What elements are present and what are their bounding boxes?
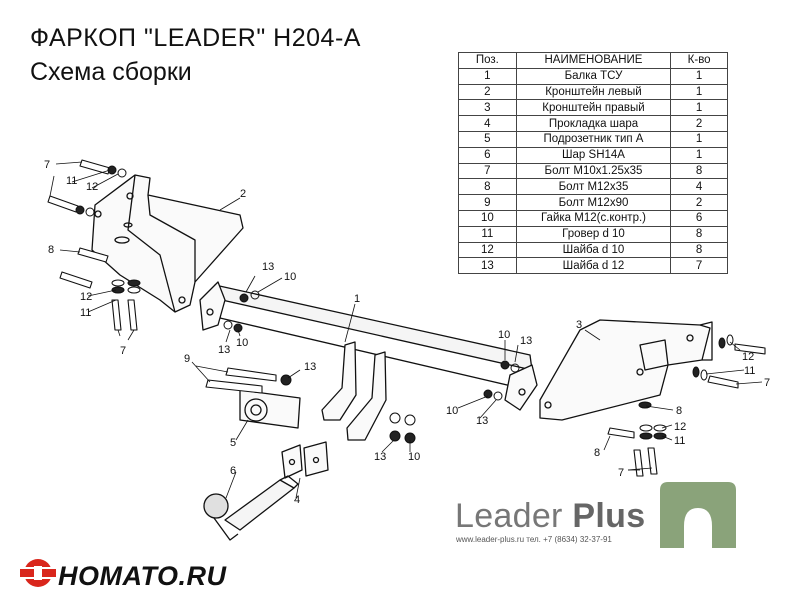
callout-11: 11 [66,175,77,187]
cell-qty: 1 [670,130,728,148]
callout-9: 9 [184,353,190,365]
header-name: НАИМЕНОВАНИЕ [515,52,672,69]
cell-name: Гайка М12(с.контр.) [515,209,672,227]
right-bracket [539,319,713,421]
tow-ball [203,475,299,541]
callout-7: 7 [764,377,770,389]
leader-lines [49,161,763,499]
header-pos: Поз. [458,52,517,69]
callout-6: 6 [230,465,236,477]
leader-plus-wordmark: Leader Plus [455,497,645,536]
brand-contact: www.leader-plus.ru тел. +7 (8634) 32-37-… [456,535,612,544]
cell-name: Гровер d 10 [515,225,672,243]
brand-name-part2: Plus [572,497,646,535]
homato-logo [16,559,60,587]
callout-11: 11 [744,365,755,377]
callout-13: 13 [520,335,532,347]
cell-qty: 7 [670,257,728,275]
cell-name: Кронштейн левый [515,83,672,101]
socket-holder [239,389,301,429]
callout-13: 13 [262,261,274,273]
brand-name-part1: Leader [455,497,573,535]
callout-12: 12 [742,351,754,363]
cell-name: Подрозетник тип А [515,130,672,148]
callout-10: 10 [408,451,420,463]
cell-name: Прокладка шара [515,115,672,132]
callout-7: 7 [120,345,126,357]
callout-10: 10 [498,329,510,341]
callout-8: 8 [594,447,600,459]
ball-spacers [281,441,329,479]
shop-name: HOMATO.RU [58,561,227,591]
diagram-title: ФАРКОП "LEADER" H204-A [30,24,361,52]
left-bracket [91,174,244,313]
callout-10: 10 [284,271,296,283]
callout-13: 13 [476,415,488,427]
tow-beam [199,281,538,441]
callout-5: 5 [230,437,236,449]
callout-12: 12 [80,291,92,303]
callout-8: 8 [676,405,682,417]
callout-3: 3 [576,319,582,331]
washers-and-nuts [75,165,734,444]
leader-plus-logo [660,482,736,548]
cell-name: Шар SH14A [515,146,672,164]
callout-10: 10 [236,337,248,349]
callout-1: 1 [354,293,360,305]
callout-7: 7 [618,467,624,479]
cell-name: Шайба d 12 [515,257,672,275]
callout-12: 12 [86,181,98,193]
cell-name: Болт М12х90 [515,194,672,211]
callout-12: 12 [674,421,686,433]
callout-13: 13 [304,361,316,373]
callout-10: 10 [446,405,458,417]
callout-13: 13 [218,344,230,356]
callout-4: 4 [294,494,300,506]
callout-7: 7 [44,159,50,171]
parts-table-header: Поз. НАИМЕНОВАНИЕ К-во [458,52,728,69]
callout-11: 11 [80,307,91,319]
callout-13: 13 [374,451,386,463]
callout-11: 11 [674,435,685,447]
callout-2: 2 [240,188,246,200]
diagram-subtitle: Схема сборки [30,58,192,86]
callout-8: 8 [48,244,54,256]
cell-pos: 13 [458,257,517,275]
